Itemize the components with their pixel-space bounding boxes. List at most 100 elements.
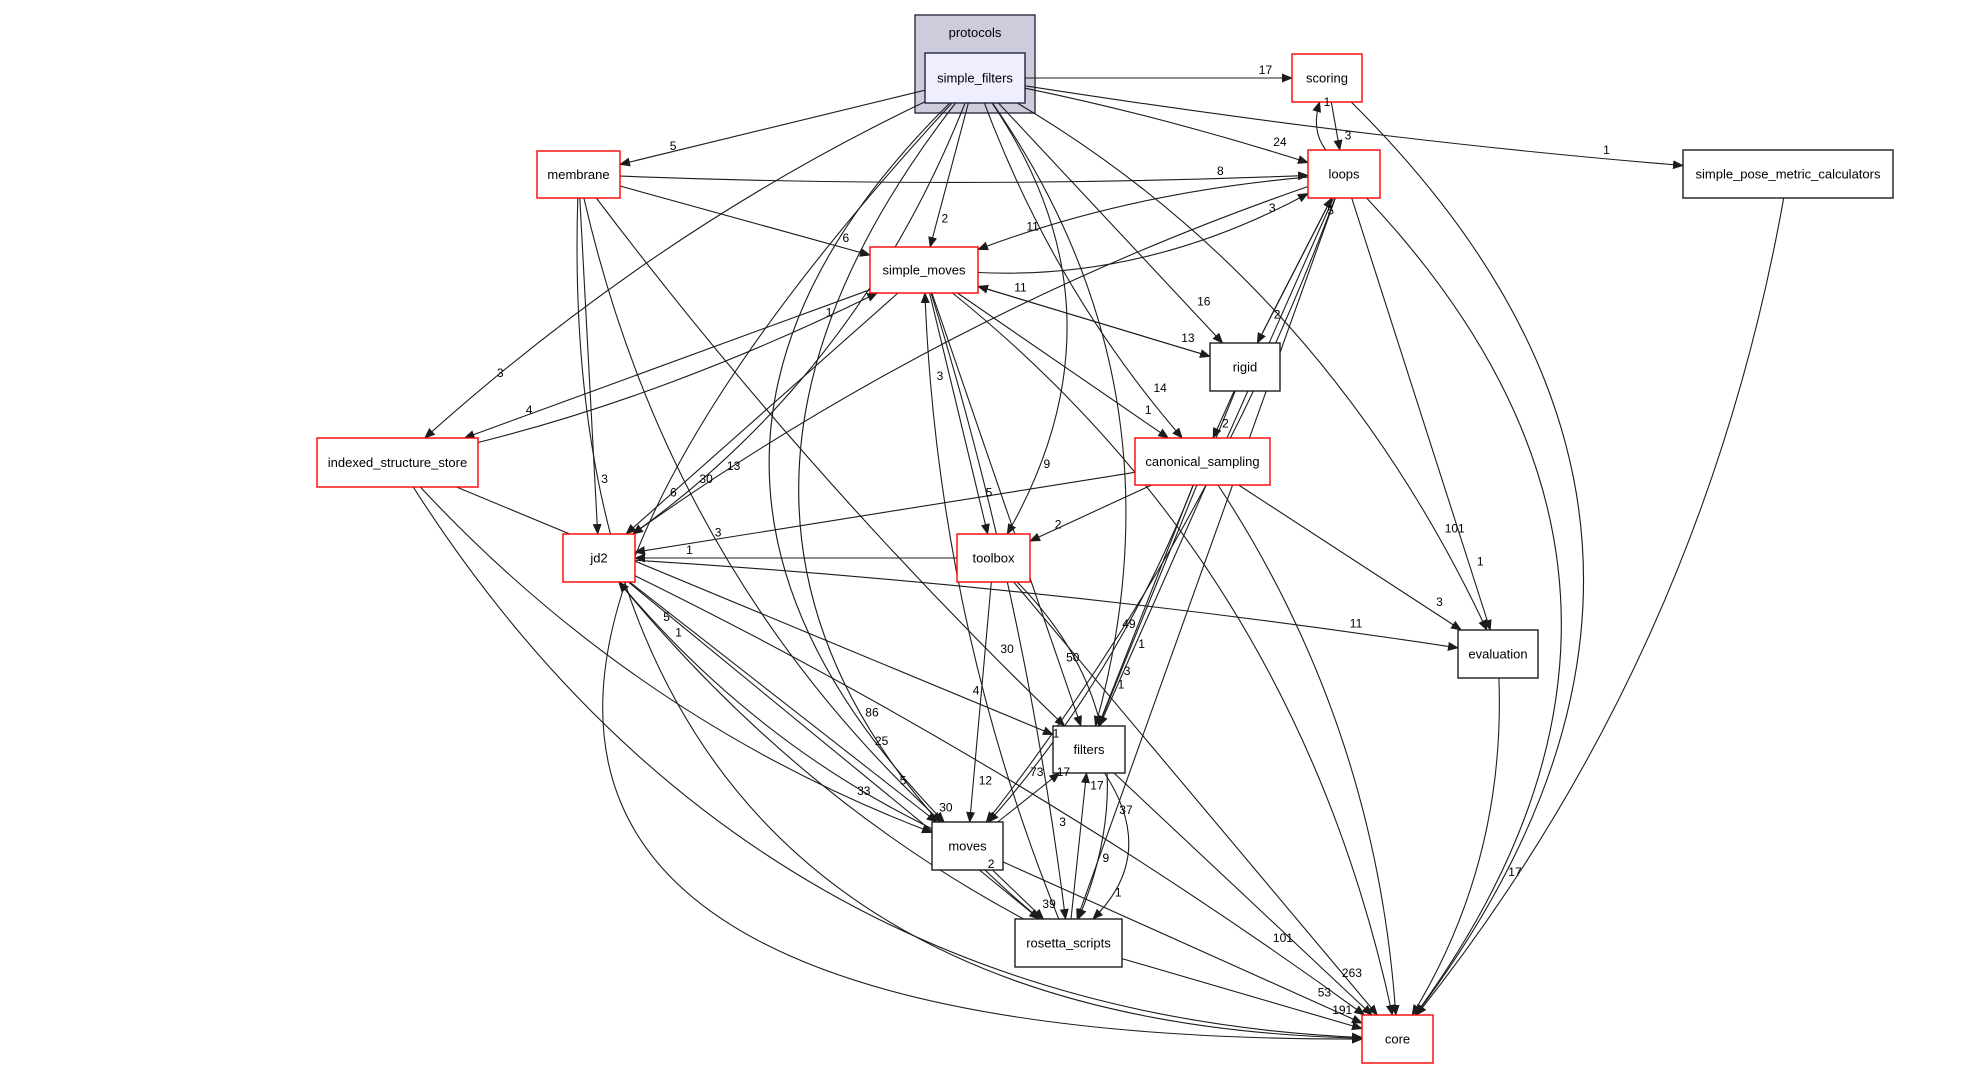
edge-label-simple_filters-to-simple_moves: 2	[942, 212, 949, 226]
node-indexed_structure_store[interactable]: indexed_structure_store	[316, 437, 479, 488]
node-box-rigid[interactable]	[1209, 342, 1281, 392]
edge-simple_filters-to-simple_moves	[928, 102, 969, 248]
node-filters[interactable]: filters	[1052, 725, 1126, 774]
edge-label-simple_filters-to-loops: 24	[1273, 135, 1287, 149]
node-box-core[interactable]	[1361, 1014, 1434, 1064]
edge-label-rosetta_scripts-to-filters: 17	[1090, 779, 1104, 793]
node-jd2[interactable]: jd2	[562, 533, 636, 583]
edge-indexed_structure_store-to-filters	[456, 486, 1054, 736]
edge-label-loops-to-scoring: 1	[1324, 95, 1331, 109]
node-box-filters[interactable]	[1052, 725, 1126, 774]
node-label-core: core	[1385, 1032, 1410, 1047]
edge-canonical_sampling-to-toolbox	[1029, 484, 1152, 542]
node-label-simple_pose_metric_calculators: simple_pose_metric_calculators	[1696, 167, 1881, 182]
edge-label-membrane-to-filters: 30	[1000, 642, 1014, 656]
edge-rigid-to-filters	[1098, 390, 1236, 727]
node-simple_filters[interactable]: simple_filters	[924, 52, 1026, 104]
edge-jd2-to-core	[634, 575, 1366, 1016]
node-core[interactable]: core	[1361, 1014, 1434, 1064]
edge-label-simple_filters-to-toolbox: 9	[1044, 457, 1051, 471]
edge-label-loops-to-moves: 1	[1053, 727, 1060, 741]
node-simple_pose_metric_calculators[interactable]: simple_pose_metric_calculators	[1682, 149, 1894, 199]
edge-label-simple_moves-to-indexed_structure_store: 4	[526, 403, 533, 417]
edge-label-moves-to-filters: 17	[1057, 765, 1071, 779]
edge-label-simple_filters-to-indexed_structure_store: 3	[497, 366, 504, 380]
edge-canonical_sampling-to-core	[1217, 484, 1400, 1016]
node-label-scoring: scoring	[1306, 71, 1348, 86]
node-label-filters: filters	[1073, 742, 1105, 757]
edge-label-indexed_structure_store-to-moves: 33	[857, 784, 871, 798]
edge-label-loops-to-rigid: 2	[1274, 308, 1281, 322]
edge-label-simple_filters-to-filters: 49	[1122, 617, 1136, 631]
node-box-moves[interactable]	[931, 821, 1004, 871]
node-moves[interactable]: moves	[931, 821, 1004, 871]
edge-simple_filters-to-rosetta_scripts	[798, 102, 1041, 920]
node-canonical_sampling[interactable]: canonical_sampling	[1134, 437, 1271, 486]
edge-simple_pose_metric_calculators-to-core	[1415, 197, 1785, 1016]
node-scoring[interactable]: scoring	[1291, 53, 1363, 103]
edge-loops-to-simple_moves	[977, 176, 1309, 251]
node-box-membrane[interactable]	[536, 150, 621, 199]
edge-indexed_structure_store-to-core	[412, 486, 1363, 1042]
node-box-loops[interactable]	[1307, 149, 1381, 199]
edge-canonical_sampling-to-jd2	[634, 471, 1136, 556]
edge-label-simple_filters-to-scoring: 17	[1259, 63, 1273, 77]
edge-loops-to-moves	[985, 197, 1336, 823]
node-box-scoring[interactable]	[1291, 53, 1363, 103]
edge-label-rosetta_scripts-to-jd2: 1	[675, 625, 682, 639]
node-box-canonical_sampling[interactable]	[1134, 437, 1271, 486]
edge-label-simple_moves-to-rosetta_scripts: 3	[1059, 815, 1066, 829]
node-label-simple_filters: simple_filters	[937, 71, 1013, 86]
edge-simple_moves-to-canonical_sampling	[957, 292, 1170, 439]
node-box-simple_filters[interactable]	[924, 52, 1026, 104]
node-box-toolbox[interactable]	[956, 533, 1031, 583]
node-membrane[interactable]: membrane	[536, 150, 621, 199]
edge-label-simple_moves-to-jd2: 6	[670, 485, 677, 499]
edge-membrane-to-core	[576, 197, 1363, 1043]
node-box-indexed_structure_store[interactable]	[316, 437, 479, 488]
edge-label-canonical_sampling-to-evaluation: 3	[1436, 595, 1443, 609]
edge-label-moves-to-jd2: 5	[663, 610, 670, 624]
edge-label-loops-to-filters: 1	[1138, 637, 1145, 651]
edge-toolbox-to-core	[1013, 581, 1378, 1016]
edge-label-toolbox-to-jd2: 1	[686, 543, 693, 557]
node-box-rosetta_scripts[interactable]	[1014, 918, 1123, 968]
edge-label-canonical_sampling-to-moves: 73	[1030, 765, 1044, 779]
node-box-simple_pose_metric_calculators[interactable]	[1682, 149, 1894, 199]
node-loops[interactable]: loops	[1307, 149, 1381, 199]
edge-scoring-to-loops	[1330, 101, 1343, 151]
edge-loops-to-evaluation	[1351, 197, 1492, 631]
node-rosetta_scripts[interactable]: rosetta_scripts	[1014, 918, 1123, 968]
edge-label-loops-to-evaluation: 1	[1477, 555, 1484, 569]
node-toolbox[interactable]: toolbox	[956, 533, 1031, 583]
edge-label-simple_filters-to-simple_pose_metric_calculators: 1	[1603, 143, 1610, 157]
edge-label-simple_filters-to-rigid: 16	[1197, 294, 1211, 308]
node-label-toolbox: toolbox	[973, 551, 1015, 566]
edge-jd2-to-moves	[629, 581, 938, 823]
edge-membrane-to-filters	[595, 197, 1066, 727]
node-simple_moves[interactable]: simple_moves	[869, 246, 979, 294]
edge-label-filters-to-core: 263	[1342, 966, 1362, 980]
edge-simple_filters-to-simple_pose_metric_calculators	[1024, 85, 1684, 170]
edge-label-simple_moves-to-canonical_sampling: 1	[1145, 403, 1152, 417]
edge-simple_moves-to-rosetta_scripts	[930, 292, 1069, 920]
edge-label-simple_filters-to-rosetta_scripts: 30	[939, 801, 953, 815]
node-label-membrane: membrane	[547, 167, 609, 182]
edge-simple_moves-to-jd2	[625, 292, 899, 535]
edge-canonical_sampling-to-moves	[988, 484, 1194, 823]
edge-simple_filters-to-moves	[768, 102, 951, 823]
edge-label-rigid-to-canonical_sampling: 2	[1222, 416, 1229, 430]
edge-simple_moves-to-loops	[977, 193, 1309, 274]
node-box-jd2[interactable]	[562, 533, 636, 583]
node-label-jd2: jd2	[589, 551, 607, 566]
node-evaluation[interactable]: evaluation	[1457, 629, 1539, 679]
edge-label-simple_filters-to-membrane: 5	[670, 139, 677, 153]
node-box-simple_moves[interactable]	[869, 246, 979, 294]
node-box-evaluation[interactable]	[1457, 629, 1539, 679]
edge-simple_filters-to-evaluation	[1016, 102, 1488, 631]
node-rigid[interactable]: rigid	[1209, 342, 1281, 392]
cluster-label: protocols	[949, 25, 1002, 40]
edge-label-rosetta_scripts-to-core: 191	[1332, 1003, 1352, 1017]
